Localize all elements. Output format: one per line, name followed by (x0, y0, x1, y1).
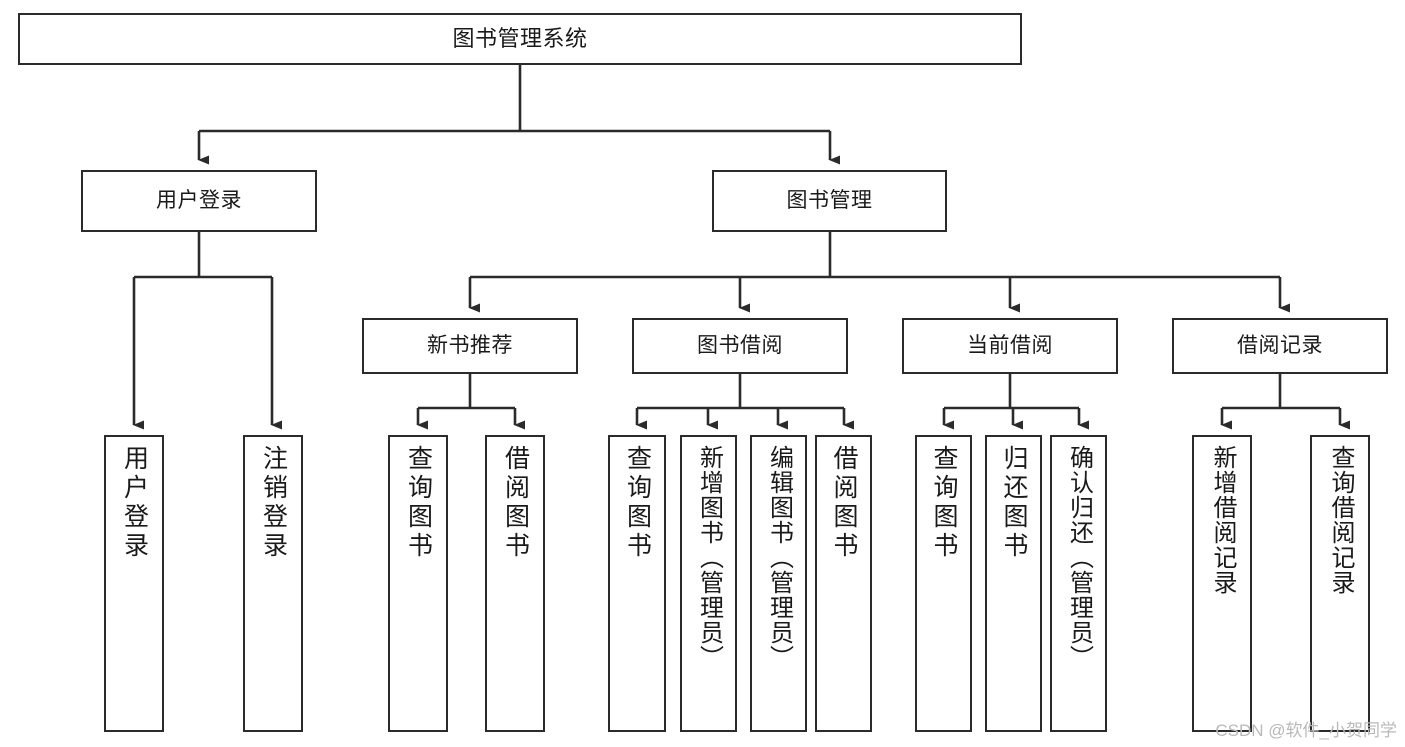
node-new-book-rec-label: 新书推荐 (427, 333, 513, 357)
node-leaf-return-book[interactable]: 归还图书 (985, 435, 1042, 732)
node-book-borrow-label: 图书借阅 (697, 333, 783, 357)
node-leaf-query-book-3-label: 查询图书 (930, 445, 958, 561)
node-leaf-user-login-label: 用户登录 (120, 445, 149, 561)
node-leaf-user-login[interactable]: 用户登录 (104, 435, 164, 732)
node-book-borrow[interactable]: 图书借阅 (632, 318, 848, 374)
node-leaf-confirm-return[interactable]: 确认归还（管理员） (1050, 435, 1107, 732)
node-leaf-add-record-label: 新增借阅记录 (1209, 445, 1236, 595)
node-leaf-edit-book[interactable]: 编辑图书（管理员） (750, 435, 807, 732)
node-root[interactable]: 图书管理系统 (18, 13, 1022, 65)
node-borrow-record[interactable]: 借阅记录 (1172, 318, 1388, 374)
node-user-login-label: 用户登录 (156, 188, 242, 212)
node-leaf-query-book-2-label: 查询图书 (623, 445, 652, 561)
node-leaf-return-book-label: 归还图书 (1000, 445, 1028, 561)
node-leaf-query-book-3[interactable]: 查询图书 (915, 435, 972, 732)
node-leaf-query-record[interactable]: 查询借阅记录 (1310, 435, 1370, 732)
node-leaf-add-record[interactable]: 新增借阅记录 (1192, 435, 1252, 732)
watermark: CSDN @软件_小贺同学 (1215, 721, 1397, 740)
node-leaf-user-logout-label: 注销登录 (259, 445, 288, 561)
node-leaf-query-book-2[interactable]: 查询图书 (608, 435, 666, 732)
node-leaf-add-book[interactable]: 新增图书（管理员） (680, 435, 737, 732)
node-current-borrow-label: 当前借阅 (967, 333, 1053, 357)
node-leaf-confirm-return-label: 确认归还（管理员） (1065, 445, 1093, 670)
node-leaf-user-logout[interactable]: 注销登录 (243, 435, 303, 732)
node-user-login[interactable]: 用户登录 (81, 170, 317, 232)
node-leaf-add-book-label: 新增图书（管理员） (695, 445, 723, 670)
node-borrow-record-label: 借阅记录 (1237, 333, 1323, 357)
node-book-manage-label: 图书管理 (786, 188, 873, 212)
node-current-borrow[interactable]: 当前借阅 (902, 318, 1118, 374)
node-leaf-borrow-book-1[interactable]: 借阅图书 (485, 435, 545, 732)
node-leaf-query-record-label: 查询借阅记录 (1327, 445, 1354, 595)
node-leaf-query-book-1-label: 查询图书 (404, 445, 433, 561)
node-book-manage[interactable]: 图书管理 (712, 170, 947, 232)
node-leaf-borrow-book-1-label: 借阅图书 (501, 445, 530, 561)
node-leaf-query-book-1[interactable]: 查询图书 (388, 435, 448, 732)
node-root-label: 图书管理系统 (452, 26, 588, 52)
node-leaf-edit-book-label: 编辑图书（管理员） (765, 445, 793, 670)
node-leaf-borrow-book-2[interactable]: 借阅图书 (815, 435, 872, 732)
node-leaf-borrow-book-2-label: 借阅图书 (830, 445, 858, 561)
node-new-book-rec[interactable]: 新书推荐 (362, 318, 578, 374)
